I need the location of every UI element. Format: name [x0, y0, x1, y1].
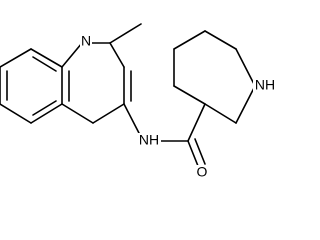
carbonyl-o-mask	[195, 165, 209, 182]
bond-c4a-c8a	[61, 103, 94, 124]
piperidine-nh-label: NH	[255, 77, 275, 93]
bond-c8-c7	[0, 48, 32, 68]
carbonyl-oxygen-label: O	[197, 164, 208, 180]
bond-c5-c4a	[30, 103, 63, 124]
bond-c8a-c8	[30, 48, 63, 68]
bond-c4-c4a	[92, 103, 125, 124]
bond-carbonyl-o-double	[194, 138, 206, 165]
bond-c5-c4a-double	[32, 100, 57, 116]
bond-pip-c5-c4	[173, 30, 206, 50]
bond-carbonyl-c3	[187, 103, 206, 142]
bond-carbonyl-o	[187, 140, 199, 167]
bond-pip-c3-c2	[204, 103, 237, 124]
amide-nh-mask	[137, 133, 161, 150]
bond-c8-c8a-double	[32, 56, 57, 72]
quinoline-nitrogen-label: N	[81, 33, 91, 49]
quinoline-n-mask	[80, 34, 92, 51]
bond-pip-c2-n	[235, 85, 256, 124]
bond-c2-c3	[109, 42, 125, 68]
bond-pip-n-c6	[235, 48, 256, 87]
bond-pip-c6-c5	[204, 30, 237, 50]
bond-n1-c8a-top	[61, 42, 83, 68]
bond-lines	[0, 23, 256, 167]
atom-labels: N NH O NH	[80, 33, 277, 182]
bond-c4-nh	[123, 103, 141, 136]
bond-c6-c5	[0, 103, 32, 124]
bond-c2-methyl	[109, 23, 142, 44]
bond-pip-c3-c3sub	[173, 85, 206, 105]
amide-nh-label: NH	[139, 132, 159, 148]
piperidine-nh-mask	[253, 78, 277, 95]
chemical-structure: N NH O NH	[0, 23, 277, 182]
